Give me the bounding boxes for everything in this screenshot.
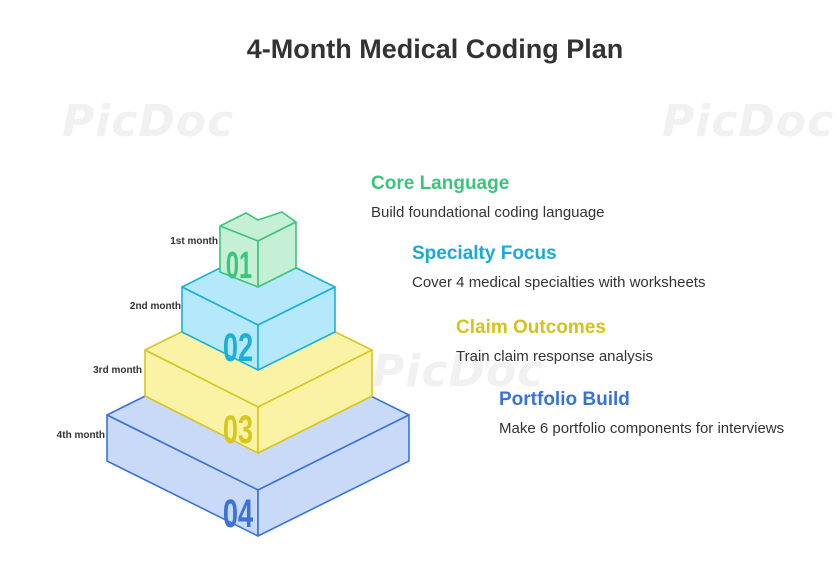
tier-3-heading: Claim Outcomes [456, 317, 606, 338]
watermark-right: PicDoc [662, 96, 835, 147]
watermark-center: PicDoc [372, 346, 545, 397]
watermark-left: PicDoc [62, 96, 235, 147]
tier-1-info: Core Language Build foundational coding … [371, 173, 605, 221]
tier-4-heading: Portfolio Build [499, 389, 630, 410]
tier-4-info: Portfolio Build Make 6 portfolio compone… [499, 389, 784, 437]
tier-1-right [257, 221, 297, 288]
tier-3-description: Train claim response analysis [456, 348, 654, 365]
tier-2-heading: Specialty Focus [412, 243, 557, 264]
tier-2-right [257, 286, 336, 371]
tier-4-month-label: 4th month [57, 430, 105, 441]
tier-3-info: Claim Outcomes Train claim response anal… [456, 317, 653, 365]
tier-4-description: Make 6 portfolio components for intervie… [499, 420, 785, 437]
tier-3-month-label: 3rd month [93, 365, 142, 376]
tier-1-heading: Core Language [371, 173, 510, 194]
tier-3-number: 03 [223, 408, 253, 452]
tier-1-number: 01 [226, 243, 252, 286]
tier-4-right [257, 414, 410, 537]
tier-4-number: 04 [223, 492, 253, 536]
tier-3-right [257, 349, 373, 454]
tier-1-month-label: 1st month [170, 236, 218, 247]
tier-1-block [219, 211, 297, 288]
tier-2-info: Specialty Focus Cover 4 medical specialt… [412, 243, 705, 291]
page-title: 4-Month Medical Coding Plan [246, 34, 624, 64]
tier-2-month-label: 2nd month [130, 301, 181, 312]
tier-1-description: Build foundational coding language [371, 204, 605, 221]
tier-2-number: 02 [223, 326, 253, 370]
tier-2-description: Cover 4 medical specialties with workshe… [412, 274, 706, 291]
